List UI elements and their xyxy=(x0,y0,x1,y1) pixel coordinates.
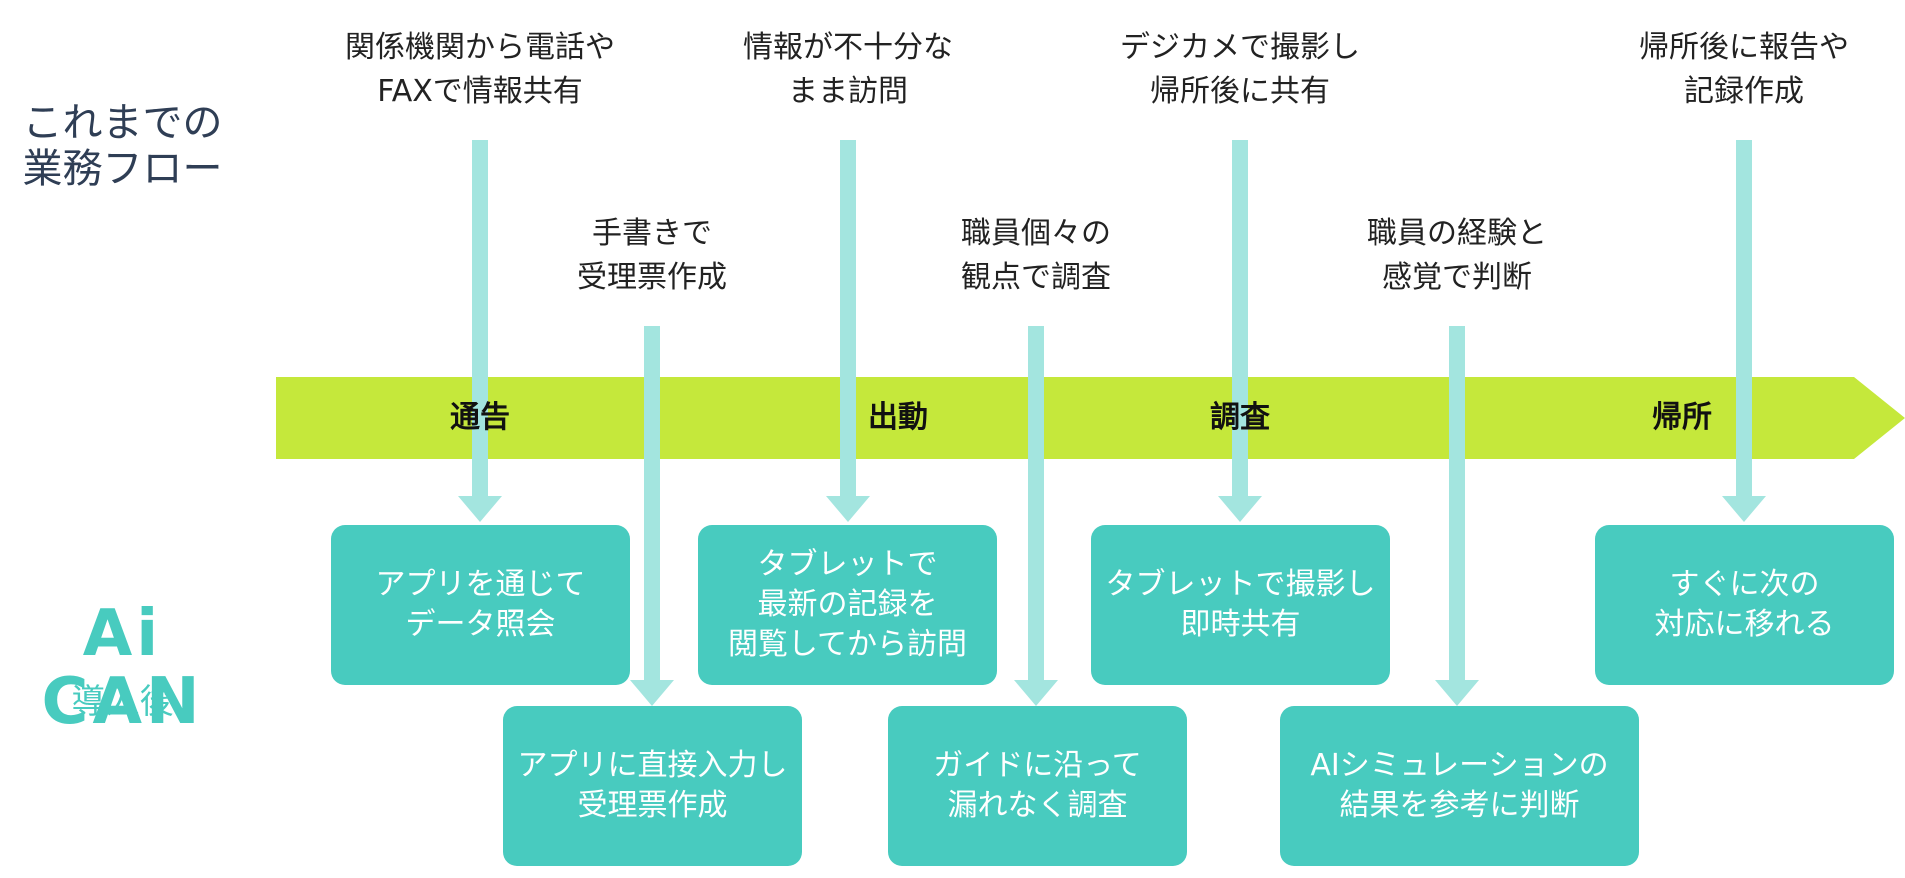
timeline-arrow xyxy=(276,377,1905,459)
aican-step-text: タブレットで撮影し 即時共有 xyxy=(1105,567,1376,642)
aican-step-box: すぐに次の 対応に移れる xyxy=(1595,525,1894,685)
connector-arrowhead xyxy=(1722,496,1766,522)
phase-label-notice: 通告 xyxy=(450,400,510,435)
connector-line xyxy=(1028,326,1044,686)
legacy-flow-label: これまでの 業務フロー xyxy=(22,100,223,192)
aican-step-box: アプリに直接入力し 受理票作成 xyxy=(503,706,802,866)
legacy-note: デジカメで撮影し 帰所後に共有 xyxy=(1120,30,1360,109)
legacy-note: 職員の経験と 感覚で判断 xyxy=(1367,216,1547,295)
phase-label-return: 帰所 xyxy=(1652,400,1712,435)
legacy-note: 帰所後に報告や 記録作成 xyxy=(1639,30,1849,109)
connector-arrowhead xyxy=(458,496,502,522)
connector-arrowhead xyxy=(630,680,674,706)
aican-step-text: すぐに次の 対応に移れる xyxy=(1654,567,1835,642)
connector-line xyxy=(644,326,660,686)
connector-arrowhead xyxy=(1435,680,1479,706)
aican-step-text: タブレットで 最新の記録を 閲覧してから訪問 xyxy=(727,547,968,662)
legacy-note: 関係機関から電話や FAXで情報共有 xyxy=(345,30,615,109)
aican-step-text: AIシミュレーションの 結果を参考に判断 xyxy=(1310,748,1609,823)
connector-arrowhead xyxy=(1218,496,1262,522)
aican-logo: Ai CAN xyxy=(41,597,204,739)
aican-step-text: アプリを通じて データ照会 xyxy=(375,567,586,642)
aican-step-text: ガイドに沿って 漏れなく調査 xyxy=(933,748,1142,823)
aican-step-box: ガイドに沿って 漏れなく調査 xyxy=(888,706,1187,866)
connector-line xyxy=(1449,326,1465,686)
aican-step-box: アプリを通じて データ照会 xyxy=(331,525,630,685)
legacy-note: 手書きで 受理票作成 xyxy=(577,216,727,295)
aican-subtitle: 導入後 xyxy=(71,682,174,722)
aican-step-box: AIシミュレーションの 結果を参考に判断 xyxy=(1280,706,1639,866)
phase-label-investigation: 調査 xyxy=(1210,400,1270,435)
connector-line xyxy=(840,140,856,506)
legacy-note: 職員個々の 観点で調査 xyxy=(961,216,1111,295)
connector-line xyxy=(1736,140,1752,506)
legacy-note: 情報が不十分な まま訪問 xyxy=(743,30,953,109)
connector-arrowhead xyxy=(826,496,870,522)
aican-step-box: タブレットで撮影し 即時共有 xyxy=(1091,525,1390,685)
aican-step-text: アプリに直接入力し 受理票作成 xyxy=(517,748,788,823)
connector-arrowhead xyxy=(1014,680,1058,706)
phase-label-dispatch: 出動 xyxy=(868,400,928,435)
connector-line xyxy=(1232,140,1248,506)
aican-step-box: タブレットで 最新の記録を 閲覧してから訪問 xyxy=(698,525,997,685)
connector-line xyxy=(472,140,488,506)
